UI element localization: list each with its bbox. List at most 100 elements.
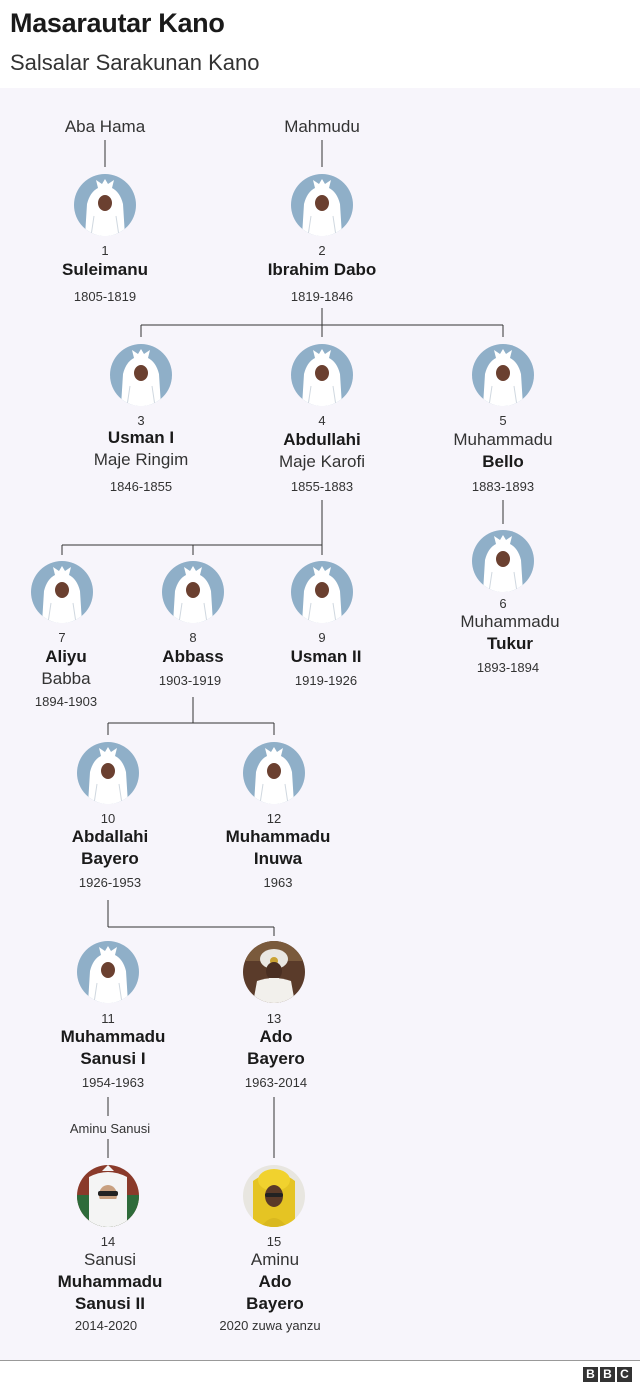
silhouette-icon [291,174,353,236]
name-line: Usman I [107,428,175,447]
name-line: Suleimanu [62,260,148,279]
ancestor-label: Mahmudu [284,117,360,136]
silhouette-icon [472,344,534,406]
ancestor-label: Aba Hama [64,117,146,136]
reign-years: 1846-1855 [109,479,173,494]
ruler-name: Muhammadu Sanusi I [61,1026,166,1070]
name-line: Bayero [247,1049,305,1068]
reign-years: 1805-1819 [73,289,137,304]
ruler-name: Muhammadu Bello [453,429,552,473]
name-line: Bayero [81,849,139,868]
photo-ado-icon [243,941,305,1003]
ruler-number: 3 [137,413,145,428]
logo-letter: C [617,1367,632,1382]
name-line: Sanusi [84,1250,136,1269]
name-line: Ibrahim Dabo [267,260,377,279]
reign-years: 1855-1883 [290,479,354,494]
silhouette-icon [31,561,93,623]
name-line: Ado [258,1272,292,1291]
ruler-number: 8 [189,630,197,645]
ruler-name: Muhammadu Inuwa [226,826,331,870]
ruler-name: Suleimanu [62,259,148,281]
ruler-name: Usman I Maje Ringim [94,427,188,471]
reign-years: 1919-1926 [294,673,358,688]
name-line: Bayero [246,1294,304,1313]
silhouette-icon [77,941,139,1003]
photo-sanusi-icon [77,1165,139,1227]
name-line: Abdallahi [71,827,149,846]
name-line: Tukur [487,634,533,653]
silhouette-icon [110,344,172,406]
ruler-number: 13 [266,1011,282,1026]
footer-divider [0,1360,640,1361]
name-line: Aminu [250,1250,300,1269]
ruler-name: Muhammadu Tukur [460,611,559,655]
name-line: Muhammadu [57,1272,163,1291]
silhouette-icon [472,530,534,592]
ruler-number: 14 [100,1234,116,1249]
name-line: Ado [259,1027,293,1046]
name-line: Bello [482,452,524,471]
page-title: Masarautar Kano [10,8,225,38]
ruler-number: 4 [318,413,326,428]
logo-letter: B [583,1367,598,1382]
silhouette-icon [77,742,139,804]
reign-years: 1903-1919 [158,673,222,688]
ruler-name: Aliyu Babba [41,646,90,690]
reign-years: 1963-2014 [244,1075,308,1090]
ruler-number: 12 [266,811,282,826]
name-line: Abdullahi [283,430,361,449]
reign-years: 1894-1903 [34,694,98,709]
reign-years: 1954-1963 [81,1075,145,1090]
name-line: Aliyu [45,647,87,666]
reign-years: 2020 zuwa yanzu [219,1318,321,1333]
photo-aminu-icon [243,1165,305,1227]
silhouette-icon [162,561,224,623]
name-line: Sanusi II [75,1294,145,1313]
ruler-name: Abbass [162,646,223,668]
silhouette-icon [291,561,353,623]
name-line: Babba [41,669,91,688]
name-line: Usman II [290,647,362,666]
reign-years: 1819-1846 [290,289,354,304]
name-line: Sanusi I [80,1049,146,1068]
name-line: Muhammadu [225,827,331,846]
logo-letter: B [600,1367,615,1382]
name-line: Muhammadu [460,612,560,631]
reign-years: 2014-2020 [74,1318,138,1333]
ruler-number: 1 [101,243,109,258]
ruler-number: 15 [266,1234,282,1249]
reign-years: 1926-1953 [78,875,142,890]
ruler-number: 7 [58,630,66,645]
ruler-number: 9 [318,630,326,645]
page-subtitle: Salsalar Sarakunan Kano [10,50,260,75]
ruler-name: Aminu Ado Bayero [246,1249,304,1315]
ruler-name: Abdullahi Maje Karofi [279,429,365,473]
name-line: Inuwa [253,849,303,868]
name-line: Maje Ringim [93,450,189,469]
ruler-number: 5 [499,413,507,428]
ruler-name: Abdallahi Bayero [72,826,149,870]
family-tree-panel [0,88,640,1360]
ruler-name: Sanusi Muhammadu Sanusi II [58,1249,163,1315]
name-line: Muhammadu [60,1027,166,1046]
ruler-number: 11 [101,1011,115,1026]
reign-years: 1893-1894 [476,660,540,675]
ruler-number: 6 [499,596,507,611]
ruler-number: 2 [318,243,326,258]
ruler-number: 10 [100,811,116,826]
reign-years: 1883-1893 [471,479,535,494]
silhouette-icon [291,344,353,406]
ruler-name: Usman II [291,646,362,668]
silhouette-icon [243,742,305,804]
name-line: Abbass [162,647,224,666]
silhouette-icon [74,174,136,236]
reign-years: 1963 [263,875,293,890]
intermediate-ancestor-label: Aminu Sanusi [69,1121,151,1136]
name-line: Muhammadu [453,430,553,449]
name-line: Maje Karofi [279,452,365,471]
ruler-name: Ado Bayero [247,1026,305,1070]
ruler-name: Ibrahim Dabo [268,259,377,281]
bbc-logo: B B C [583,1367,632,1382]
